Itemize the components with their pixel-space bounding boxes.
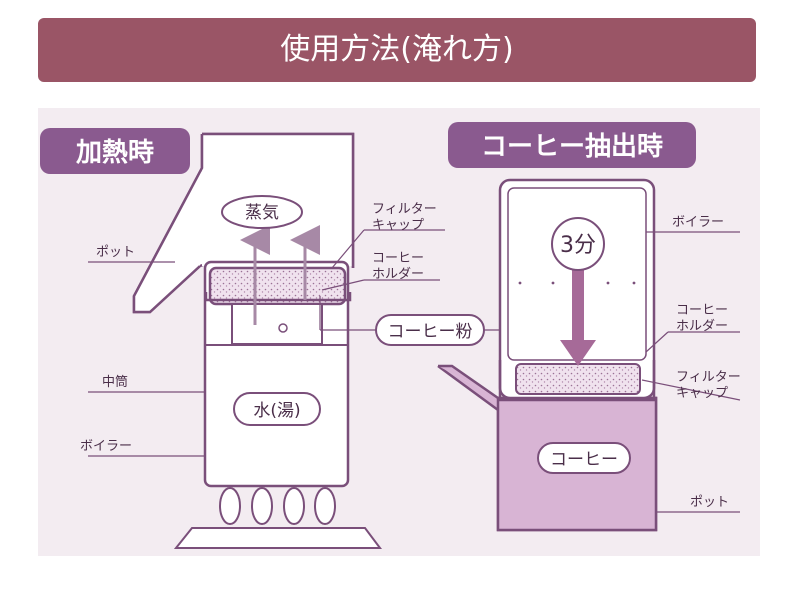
coffee-powder-label: コーヒー粉 [388,322,473,342]
steam-label: 蒸気 [245,203,279,223]
label-filter-cap-line2: キャップ [372,218,424,233]
heating-diagram: 加熱時 蒸気 水(湯) [40,128,445,549]
water-label: 水(湯) [253,401,300,421]
label-coffee-holder-line1: コーヒー [372,251,424,266]
title-bar: 使用方法(淹れ方) [38,18,756,82]
label-filter-cap-right-line1: フィルター [676,370,741,385]
heating-badge [40,128,190,174]
coffee-label: コーヒー [550,450,618,470]
extraction-badge [448,122,696,168]
time-circle [551,217,605,271]
extraction-diagram: コーヒー抽出時 3分 コーヒー [437,122,741,532]
label-coffee-holder-line2: ホルダー [372,267,424,282]
burner-base [173,527,382,549]
coffee-holder-right [515,363,641,395]
label-coffee-holder-right-line1: コーヒー [676,303,728,318]
burner-flames [219,487,336,525]
flow-arrow-head [560,340,596,366]
heating-badge-label: 加熱時 [76,138,154,168]
page-title: 使用方法(淹れ方) [280,32,514,67]
flow-arrow-shaft [572,262,584,342]
label-filter-cap-right-line2: キャップ [676,386,728,401]
coffee-holder [208,266,347,306]
time-label: 3分 [560,233,596,258]
extraction-badge-label: コーヒー抽出時 [481,132,663,162]
label-filter-cap-line1: フィルター [372,202,437,217]
coffee-pill [537,442,631,474]
label-inner-tube: 中筒 [102,374,128,390]
label-pot-right: ポット [690,495,729,510]
inner-tube [231,303,323,345]
label-coffee-holder-right-line2: ホルダー [676,319,728,334]
label-boiler: ボイラー [80,439,132,454]
label-pot: ポット [96,245,135,260]
steam-cloud [221,195,303,229]
label-boiler-right: ボイラー [672,215,724,230]
water-pill [233,392,321,426]
